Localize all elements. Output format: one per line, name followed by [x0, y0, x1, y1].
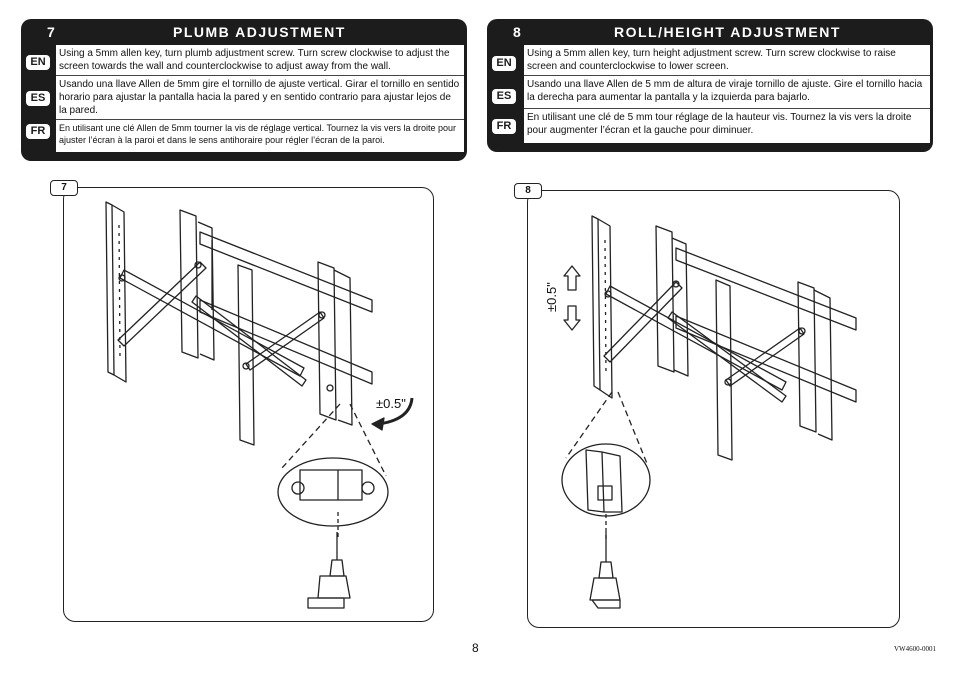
section-7-number: 7: [47, 24, 57, 40]
figure-8-tab: 8: [514, 183, 542, 199]
lang-badge-fr: FR: [26, 124, 50, 139]
figure-7-tab: 7: [50, 180, 78, 196]
section-7-title: PLUMB ADJUSTMENT: [173, 24, 346, 40]
lang-badge-en: EN: [26, 55, 50, 70]
instruction-text-fr: En utilisant une clé de 5 mm tour réglag…: [527, 112, 912, 136]
section-8-panel: 8 ROLL/HEIGHT ADJUSTMENT EN ES FR Using …: [487, 19, 933, 152]
figure-8-annotation: ±0.5": [544, 282, 559, 312]
lang-badge-es: ES: [26, 91, 50, 106]
instruction-row-en: Using a 5mm allen key, turn plumb adjust…: [56, 45, 464, 76]
instruction-text-en: Using a 5mm allen key, turn plumb adjust…: [59, 48, 450, 72]
page-number: 8: [472, 641, 479, 655]
instruction-text-es: Usando una llave Allen de 5mm gire el to…: [59, 79, 460, 116]
instruction-text-fr: En utilisant une clé Allen de 5mm tourne…: [59, 123, 457, 145]
document-id: VW4600-0001: [894, 645, 936, 653]
instruction-text-en: Using a 5mm allen key, turn height adjus…: [527, 48, 896, 72]
lang-badge-es: ES: [492, 89, 516, 104]
instruction-row-es: Usando una llave Allen de 5mm gire el to…: [56, 76, 464, 120]
instruction-row-en: Using a 5mm allen key, turn height adjus…: [524, 45, 930, 76]
section-8-rows: Using a 5mm allen key, turn height adjus…: [524, 45, 930, 143]
instruction-row-es: Usando una llave Allen de 5 mm de altura…: [524, 76, 930, 109]
section-7-panel: 7 PLUMB ADJUSTMENT EN ES FR Using a 5mm …: [21, 19, 467, 161]
section-7-rows: Using a 5mm allen key, turn plumb adjust…: [56, 45, 464, 152]
instruction-row-fr: En utilisant une clé Allen de 5mm tourne…: [56, 120, 464, 152]
section-8-title: ROLL/HEIGHT ADJUSTMENT: [614, 24, 841, 40]
lang-badge-en: EN: [492, 56, 516, 71]
section-8-number: 8: [513, 24, 523, 40]
figure-7-annotation: ±0.5": [376, 396, 406, 411]
section-8-header: 8 ROLL/HEIGHT ADJUSTMENT: [487, 19, 933, 45]
instruction-text-es: Usando una llave Allen de 5 mm de altura…: [527, 79, 923, 103]
section-7-header: 7 PLUMB ADJUSTMENT: [21, 19, 467, 45]
lang-badge-fr: FR: [492, 119, 516, 134]
instruction-row-fr: En utilisant une clé de 5 mm tour réglag…: [524, 109, 930, 143]
